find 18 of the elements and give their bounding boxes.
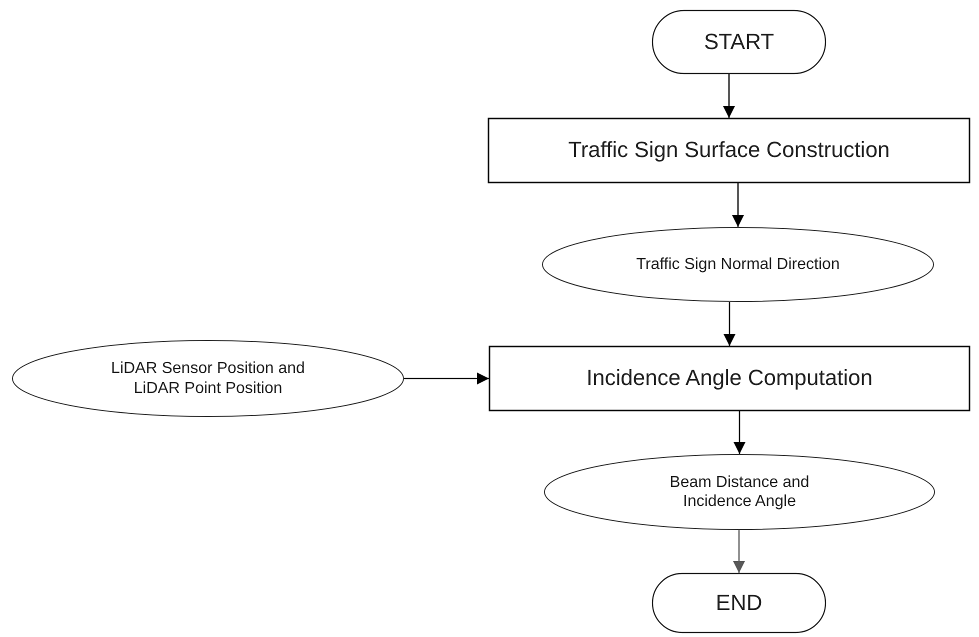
node-label: Beam Distance and Incidence Angle xyxy=(668,472,810,512)
arrow xyxy=(723,74,735,118)
arrow xyxy=(733,530,745,573)
node-label: Traffic Sign Surface Construction xyxy=(568,137,890,164)
arrow xyxy=(404,372,489,384)
node-label: Incidence Angle Computation xyxy=(586,365,873,392)
node-label: END xyxy=(716,590,762,616)
arrow xyxy=(734,411,746,454)
arrow xyxy=(724,302,736,346)
data-ellipse xyxy=(12,340,404,417)
node-label: START xyxy=(704,28,774,56)
node-label: Traffic Sign Normal Direction xyxy=(636,254,840,274)
node-label: LiDAR Sensor Position and LiDAR Point Position xyxy=(110,359,306,398)
arrow xyxy=(732,183,744,227)
process-box xyxy=(488,118,970,183)
process-box xyxy=(489,346,970,411)
data-ellipse xyxy=(542,227,934,302)
data-ellipse xyxy=(544,454,935,530)
